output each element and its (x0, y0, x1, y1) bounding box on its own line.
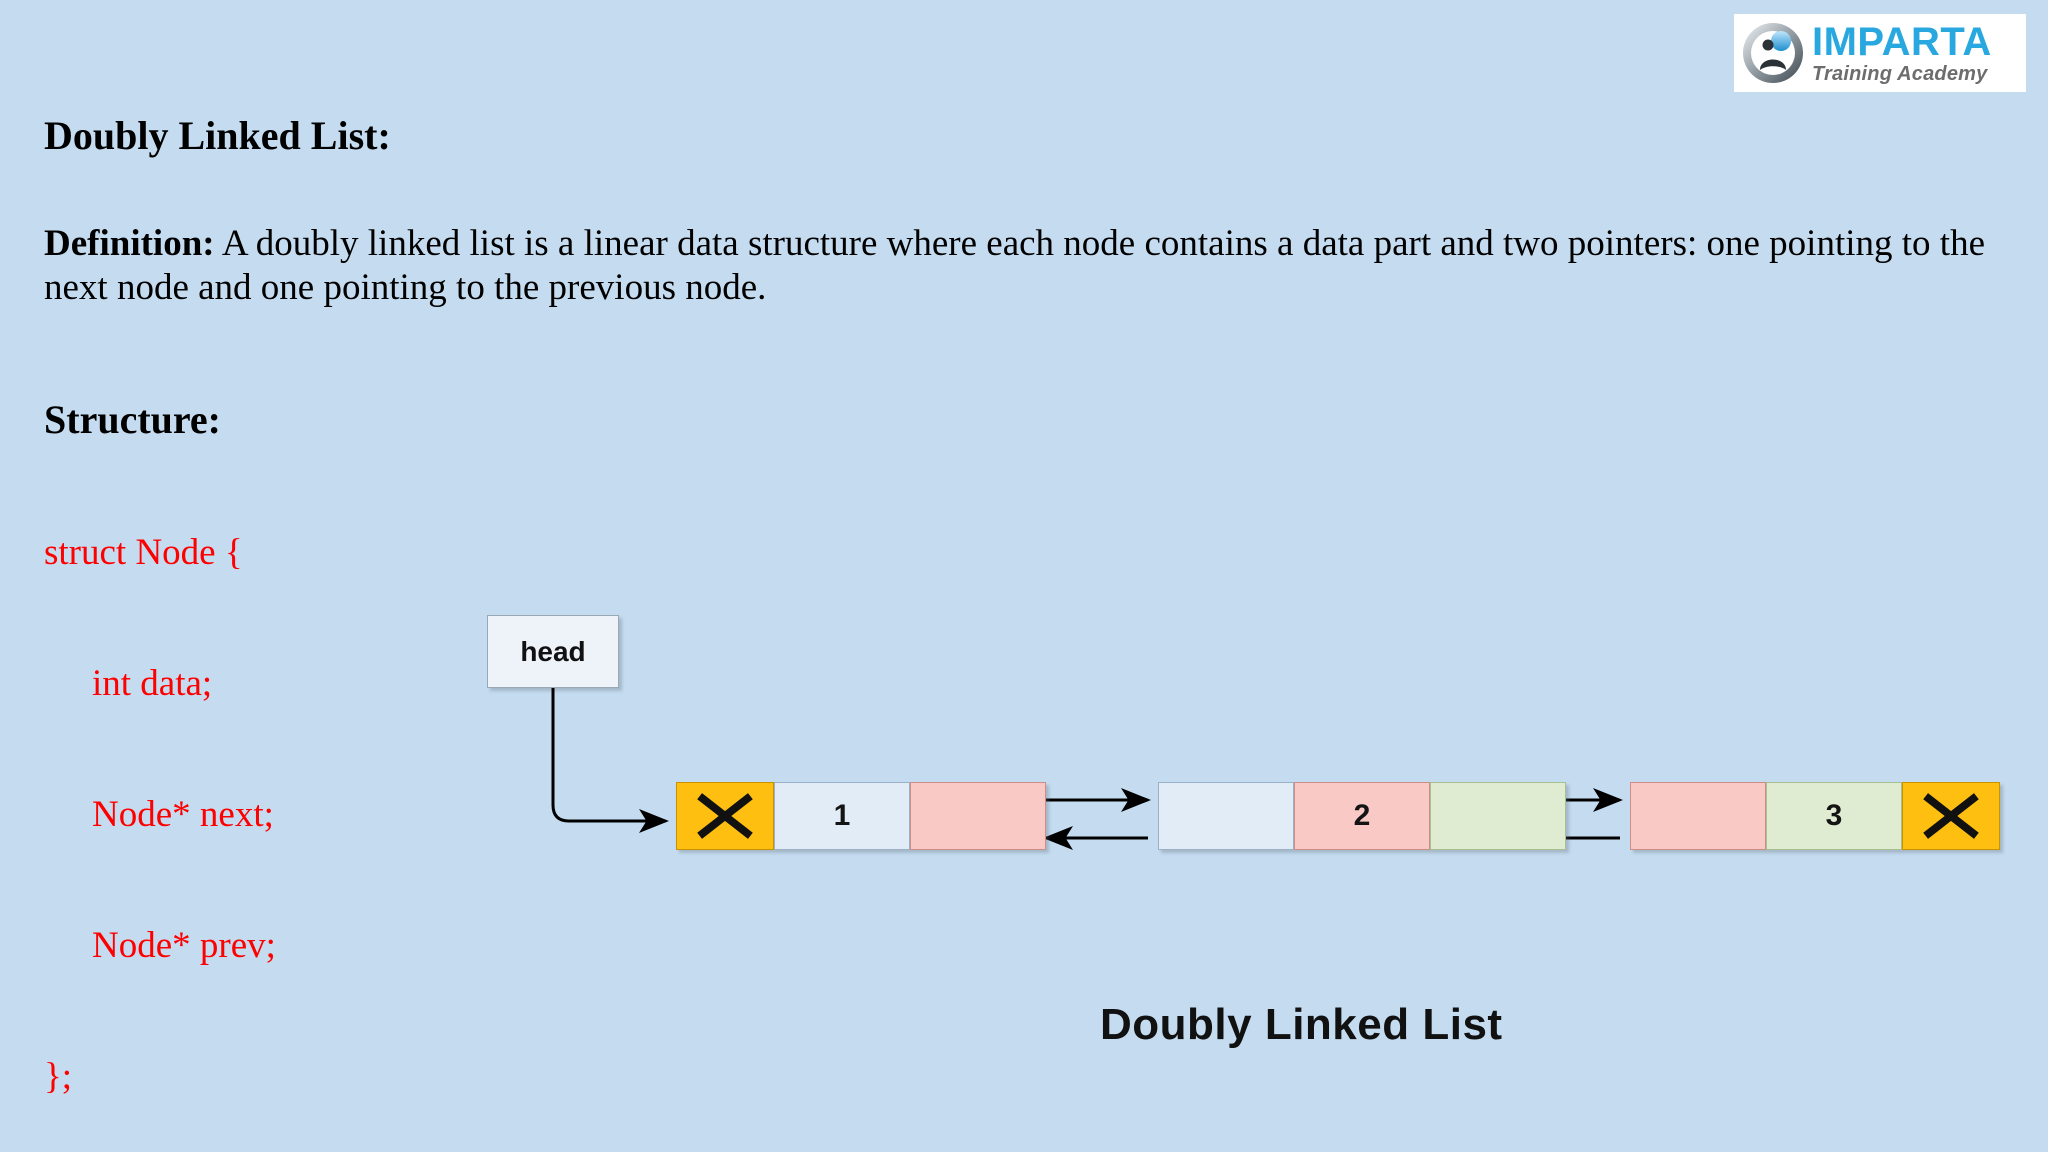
node-prev-cell (1158, 782, 1294, 850)
node-data-cell: 3 (1766, 782, 1902, 850)
code-line: Node* next; (92, 794, 274, 836)
code-line: }; (44, 1056, 73, 1098)
list-node: 2 (1158, 782, 1566, 850)
close-icon (1923, 793, 1979, 839)
definition-paragraph: Definition: A doubly linked list is a li… (44, 222, 2004, 309)
head-connector-arrow (551, 688, 669, 833)
head-label: head (520, 635, 586, 667)
head-pointer-box: head (487, 615, 619, 688)
node-prev-null-cell (676, 782, 774, 850)
imparta-logo: IMPARTA Training Academy (1734, 14, 2026, 92)
person-circle-icon (1740, 20, 1806, 86)
logo-subtitle: Training Academy (1812, 63, 1988, 85)
struct-code-block: struct Node { int data; Node* next; Node… (44, 444, 276, 1143)
diagram-caption: Doubly Linked List (1100, 1000, 1503, 1049)
node-next-cell (1430, 782, 1566, 850)
close-icon (697, 793, 753, 839)
structure-label: Structure: (44, 397, 221, 442)
node-prev-cell (1630, 782, 1766, 850)
list-node: 1 (676, 782, 1046, 850)
list-node: 3 (1630, 782, 2000, 850)
definition-text: A doubly linked list is a linear data st… (44, 223, 1985, 308)
node-next-null-cell (1902, 782, 2000, 850)
code-line: Node* prev; (92, 925, 276, 967)
node-next-cell (910, 782, 1046, 850)
node-data-cell: 2 (1294, 782, 1430, 850)
definition-label: Definition: (44, 223, 215, 264)
page-title: Doubly Linked List: (44, 113, 391, 158)
code-line: struct Node { (44, 532, 243, 574)
code-line: int data; (92, 663, 213, 705)
logo-title: IMPARTA (1812, 20, 1992, 64)
node-data-cell: 1 (774, 782, 910, 850)
